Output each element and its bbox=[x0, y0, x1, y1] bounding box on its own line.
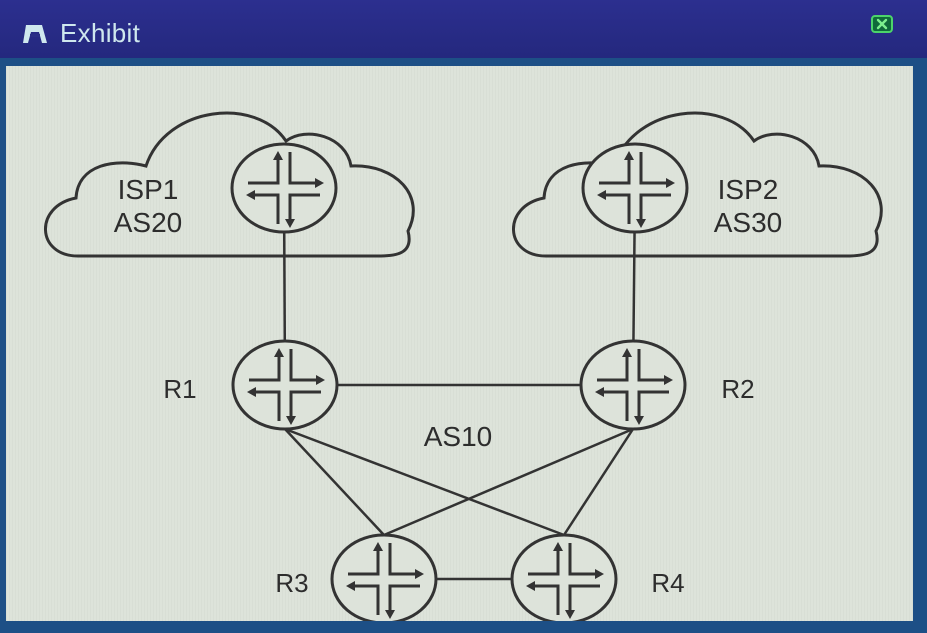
router-r2[interactable] bbox=[579, 339, 687, 431]
router-arrows-icon bbox=[599, 152, 671, 224]
link-r2-r3 bbox=[383, 427, 634, 537]
router-r2-label: R2 bbox=[721, 374, 754, 404]
router-r3[interactable] bbox=[330, 533, 438, 621]
cloud-isp2-as: AS30 bbox=[714, 207, 783, 238]
close-button[interactable] bbox=[871, 15, 893, 33]
link-r2-r4 bbox=[562, 428, 635, 536]
routers-layer bbox=[230, 142, 689, 621]
router-r4-label: R4 bbox=[651, 568, 684, 598]
router-r1[interactable] bbox=[231, 339, 339, 431]
cloud-isp1: ISP1 AS20 bbox=[44, 111, 415, 258]
cloud-isp1-as: AS20 bbox=[114, 207, 183, 238]
router-r3-label: R3 bbox=[275, 568, 308, 598]
cloud-isp2: ISP2 AS30 bbox=[512, 111, 883, 258]
router-arrows-icon bbox=[597, 349, 669, 421]
link-r1-r3 bbox=[284, 428, 385, 536]
diagram-canvas: ISP1 AS20 ISP2 AS30 bbox=[6, 66, 913, 621]
as10-label: AS10 bbox=[424, 421, 493, 452]
exhibit-icon bbox=[23, 25, 47, 43]
exhibit-frame: ISP1 AS20 ISP2 AS30 bbox=[0, 58, 927, 633]
router-arrows-icon bbox=[348, 543, 420, 615]
cloud-isp1-name: ISP1 bbox=[118, 174, 179, 205]
network-diagram: ISP1 AS20 ISP2 AS30 bbox=[44, 111, 883, 621]
window-title: Exhibit bbox=[60, 18, 141, 48]
router-r4[interactable] bbox=[510, 533, 618, 621]
cloud-isp2-name: ISP2 bbox=[718, 174, 779, 205]
router-arrows-icon bbox=[248, 152, 320, 224]
router-isp1-router[interactable] bbox=[230, 142, 338, 234]
router-arrows-icon bbox=[528, 543, 600, 615]
link-r1-r4 bbox=[284, 427, 565, 537]
title-bar: Exhibit bbox=[0, 0, 927, 58]
router-r1-label: R1 bbox=[163, 374, 196, 404]
router-arrows-icon bbox=[249, 349, 321, 421]
router-isp2-router[interactable] bbox=[581, 142, 689, 234]
close-icon bbox=[876, 18, 888, 30]
